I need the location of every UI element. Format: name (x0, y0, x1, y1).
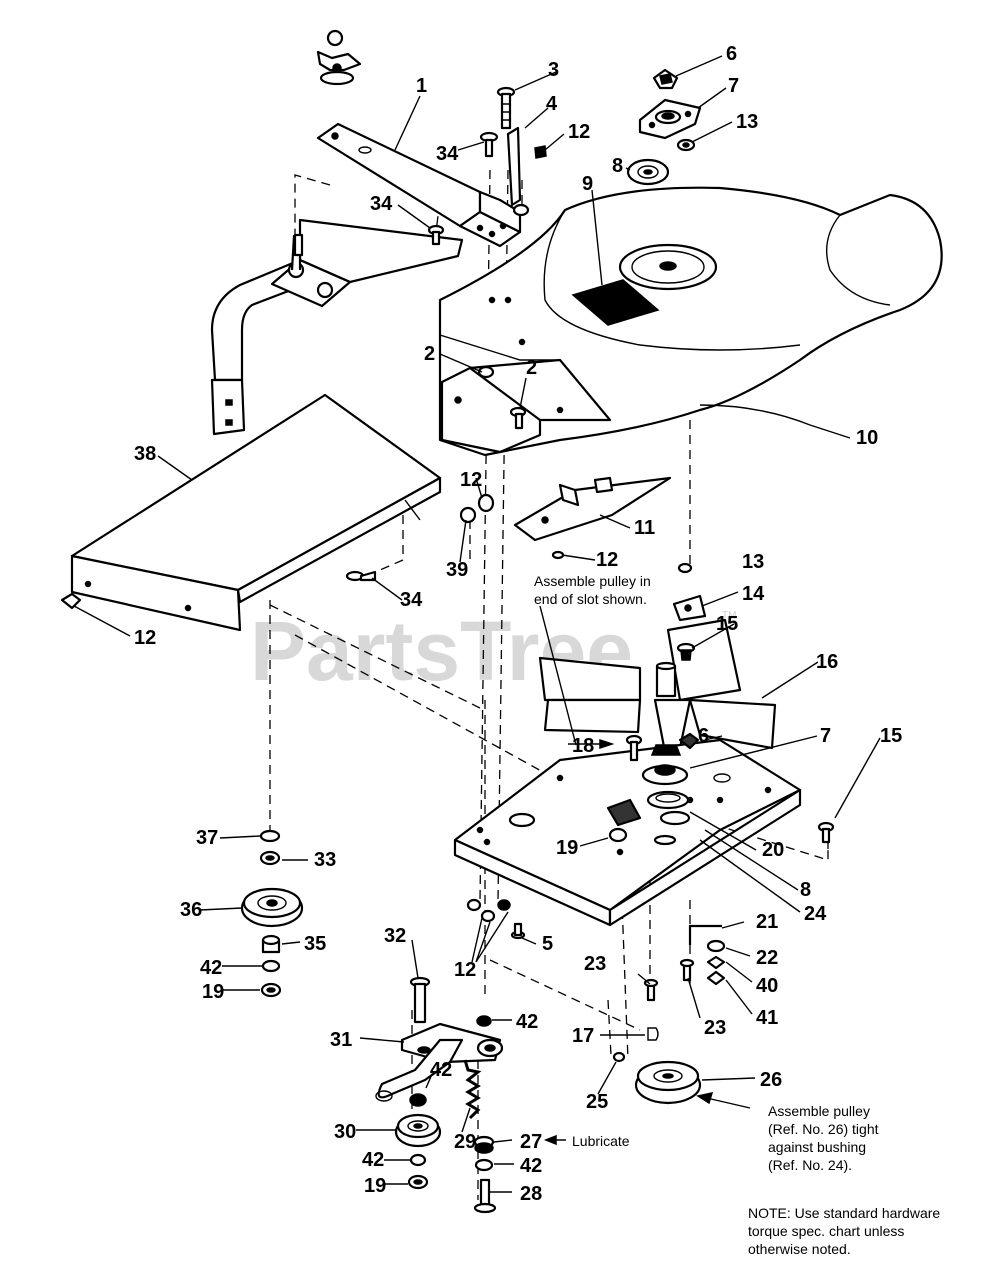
small-hardware (60, 365, 835, 940)
callout-5: 5 (542, 933, 553, 955)
callout-19-bottom: 19 (364, 1175, 386, 1197)
callout-12-bottom: 12 (454, 959, 476, 981)
callout-12-bracket: 12 (596, 549, 618, 571)
callout-20: 20 (762, 839, 784, 861)
note-pulley-line4: (Ref. No. 24). (768, 1157, 852, 1173)
callout-37: 37 (196, 827, 218, 849)
callout-19-left: 19 (202, 981, 224, 1003)
callout-34-top: 34 (436, 143, 459, 165)
callout-42-arm: 42 (516, 1011, 538, 1033)
note-lubricate: Lubricate (572, 1133, 630, 1149)
callout-1: 1 (416, 75, 427, 97)
callout-7-lower: 7 (820, 725, 831, 747)
housing-bracket (440, 358, 612, 454)
callout-13-top: 13 (736, 111, 758, 133)
drive-pulley (612, 1027, 702, 1105)
callout-25: 25 (586, 1091, 608, 1113)
mounting-plate (453, 738, 802, 927)
left-pulley-stack (240, 829, 304, 998)
callout-40: 40 (756, 975, 778, 997)
callout-11: 11 (634, 517, 655, 539)
idler-arm (375, 976, 504, 1120)
callout-24: 24 (804, 903, 827, 925)
callout-17: 17 (572, 1025, 594, 1047)
callout-32: 32 (384, 925, 406, 947)
callout-6-top: 6 (726, 43, 737, 65)
note-pulley-line3: against bushing (768, 1139, 866, 1155)
callout-15-right: 15 (880, 725, 902, 747)
callout-4: 4 (546, 93, 558, 115)
callout-12-left: 12 (134, 627, 156, 649)
wing-nut (316, 29, 362, 86)
top-hardware (293, 86, 547, 257)
callout-14: 14 (742, 583, 765, 605)
callout-7-top: 7 (728, 75, 739, 97)
note-pulley-line2: (Ref. No. 26) tight (768, 1121, 879, 1137)
callout-21: 21 (756, 911, 778, 933)
callout-36: 36 (180, 899, 202, 921)
callout-26: 26 (760, 1069, 782, 1091)
callout-27: 27 (520, 1131, 542, 1153)
callout-42-left: 42 (200, 957, 222, 979)
bearing-assembly (641, 744, 690, 810)
callout-42-bottom: 42 (362, 1149, 384, 1171)
callout-8-lower: 8 (800, 879, 811, 901)
callout-22: 22 (756, 947, 778, 969)
callout-2-lower: 2 (526, 357, 537, 379)
idler-bolt-stack (473, 1135, 497, 1214)
callout-16: 16 (816, 651, 838, 673)
note-hardware-line3: otherwise noted. (748, 1241, 851, 1257)
callout-13-mid: 13 (742, 551, 764, 573)
callout-34-mid: 34 (370, 193, 393, 215)
idler-pulley (394, 1113, 442, 1190)
bracket-plate (513, 476, 672, 542)
callout-41: 41 (756, 1007, 778, 1029)
callouts: 1 2 2 3 4 5 6 6 7 7 8 8 9 10 11 12 12 12… (134, 43, 902, 1205)
note-slot-line1: Assemble pulley in (534, 573, 651, 589)
callout-18: 18 (572, 735, 594, 757)
callout-39: 39 (446, 559, 468, 581)
note-pulley-line1: Assemble pulley (768, 1103, 870, 1119)
deflector-chute (70, 393, 442, 632)
callout-35: 35 (304, 933, 326, 955)
callout-12-chute: 12 (460, 469, 482, 491)
callout-42-bolt: 42 (520, 1155, 542, 1177)
callout-29: 29 (454, 1131, 476, 1153)
callout-15-mid: 15 (716, 613, 738, 635)
bearing-flange-top (626, 68, 702, 186)
callout-2-upper: 2 (424, 343, 435, 365)
callout-9: 9 (582, 173, 593, 195)
leader-lines (73, 55, 881, 1193)
right-hardware (643, 924, 726, 1002)
callout-8-top: 8 (612, 155, 623, 177)
callout-23-left: 23 (584, 953, 606, 975)
callout-28: 28 (520, 1183, 542, 1205)
callout-30: 30 (334, 1121, 356, 1143)
watermark-tm: TM (722, 610, 736, 621)
note-hardware-line1: NOTE: Use standard hardware (748, 1205, 940, 1221)
callout-38: 38 (134, 443, 156, 465)
note-slot-line2: end of slot shown. (534, 591, 647, 607)
impeller-key (672, 594, 707, 622)
callout-3: 3 (548, 59, 559, 81)
discharge-handle (210, 218, 464, 436)
note-hardware-line2: torque spec. chart unless (748, 1223, 904, 1239)
callout-12-top: 12 (568, 121, 590, 143)
callout-31: 31 (330, 1029, 352, 1051)
notes: Assemble pulley in end of slot shown. Lu… (534, 573, 940, 1257)
callout-19-plate: 19 (556, 837, 578, 859)
decal-label (571, 279, 660, 326)
bracket-arm (316, 122, 522, 248)
callout-42-pulley: 42 (430, 1059, 452, 1081)
callout-10: 10 (856, 427, 878, 449)
callout-34-chute: 34 (400, 589, 423, 611)
callout-6-lower: 6 (698, 725, 709, 747)
callout-23-right: 23 (704, 1017, 726, 1039)
callout-33: 33 (314, 849, 336, 871)
